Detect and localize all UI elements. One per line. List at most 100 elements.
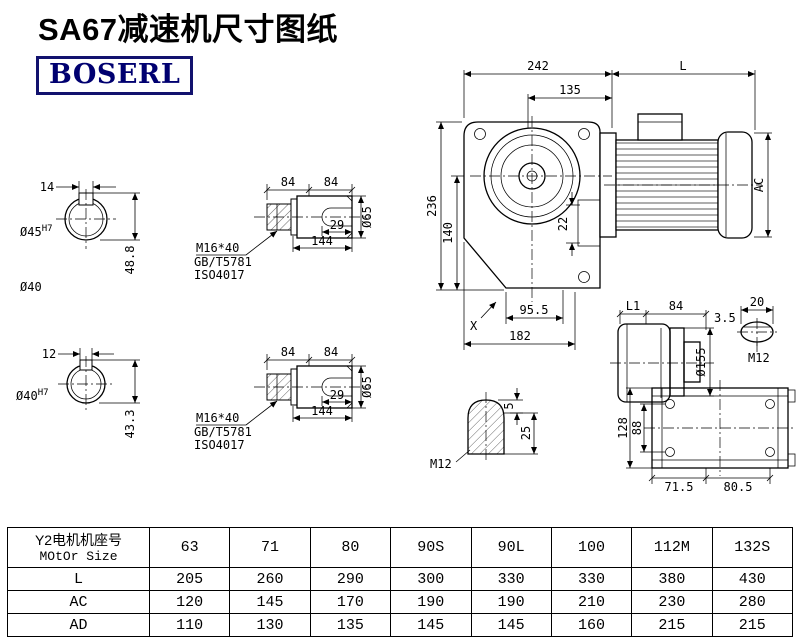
shaft-detail-top: 84 84 29 144 Ø65 M16*40 GB/T5781 ISO4017 [194, 175, 374, 282]
shaft-end-view-top: 14 Ø45H7 48.8 Ø40 [20, 180, 140, 294]
header-size-63: 63 [148, 527, 231, 568]
dim-hub-dia-65: Ø65 [360, 206, 374, 228]
mount-tab [787, 453, 796, 467]
dim-bore-40h7: Ø40H7 [16, 388, 49, 403]
side-flange [669, 327, 685, 397]
label-point-x: X [470, 319, 478, 333]
bore-value: Ø45 [20, 225, 42, 239]
callout-standard-gb: GB/T5781 [194, 425, 252, 439]
bore-value: Ø40 [16, 389, 38, 403]
cell-L-90s: 300 [390, 567, 472, 591]
mount-hole [665, 399, 675, 409]
gearbox-housing [463, 121, 601, 289]
dim-key-height-25: 25 [519, 426, 533, 440]
table-row-AC: AC 120 145 170 190 190 210 230 280 [7, 590, 794, 614]
cell-L-90l: 330 [470, 567, 552, 591]
header-size-71: 71 [229, 527, 311, 568]
output-hub [577, 199, 601, 247]
dim-hole-spacing-88: 88 [630, 421, 644, 435]
cell-AD-90s: 145 [390, 613, 472, 637]
header-motor-size-en: MOtOr Size [39, 548, 118, 564]
dim-motor-dia-AC: AC [752, 178, 766, 192]
dim-seg-84b: 84 [324, 345, 338, 359]
dim-overall-height-236: 236 [425, 195, 439, 217]
key-cross-section: 5 25 M12 [430, 388, 538, 471]
cell-L-100: 330 [550, 567, 633, 591]
page-title: SA67减速机尺寸图纸 [38, 12, 339, 47]
cell-L-112m: 380 [631, 567, 713, 591]
callout-standard-iso: ISO4017 [194, 438, 245, 452]
cell-AC-112m: 230 [631, 590, 713, 614]
dim-hub-width-22: 22 [556, 217, 570, 231]
bore-tolerance: H7 [38, 388, 49, 398]
cell-AC-132s: 280 [711, 590, 794, 614]
dim-3-5: 3.5 [714, 311, 736, 325]
dim-key-depth-5: 5 [502, 402, 516, 409]
dim-pitch-71-5: 71.5 [665, 480, 694, 494]
callout-standard-gb: GB/T5781 [194, 255, 252, 269]
header-motor-size: Y2电机机座号 MOtOr Size [7, 527, 150, 568]
side-stub [683, 341, 701, 383]
header-size-112m: 112M [631, 527, 713, 568]
dim-84: 84 [669, 299, 683, 313]
header-size-100: 100 [550, 527, 633, 568]
label-thread-m12: M12 [748, 351, 770, 365]
shaft-detail-bottom: 84 84 29 144 Ø65 M16*40 GB/T5781 ISO4017 [194, 345, 374, 452]
cell-AD-90l: 145 [470, 613, 552, 637]
cell-L-80: 290 [309, 567, 392, 591]
row-label-AC: AC [7, 590, 150, 614]
dim-base-height-128: 128 [616, 417, 630, 439]
header-size-80: 80 [309, 527, 392, 568]
dim-motor-length-L: L [679, 59, 686, 73]
dim-keyway-depth-43-3: 43.3 [123, 410, 137, 439]
mount-tab [787, 389, 796, 403]
cell-AC-63: 120 [148, 590, 231, 614]
dim-flange-offset-135: 135 [559, 83, 581, 97]
table-row-L: L 205 260 290 300 330 330 380 430 [7, 567, 794, 591]
callout-standard-iso: ISO4017 [194, 268, 245, 282]
dim-foot-182: 182 [509, 329, 531, 343]
bolt-hole [578, 128, 590, 140]
boserl-logo-text: BOSERL [49, 59, 181, 90]
table-header-row: Y2电机机座号 MOtOr Size 63 71 80 90S 90L 100 … [7, 527, 794, 568]
dim-shaft-length-144: 144 [311, 234, 333, 248]
cell-AC-90l: 190 [470, 590, 552, 614]
mount-hole [765, 447, 775, 457]
header-size-132s: 132S [711, 527, 794, 568]
cell-AD-71: 130 [229, 613, 311, 637]
dim-shaft-length-144: 144 [311, 404, 333, 418]
dim-L1: L1 [626, 299, 640, 313]
cell-AC-80: 170 [309, 590, 392, 614]
dim-flange-dia-155: Ø155 [694, 348, 708, 377]
mount-hole [665, 447, 675, 457]
label-shaft-dia-40: Ø40 [20, 280, 42, 294]
gearbox-front-view: 242 L 135 236 140 22 AC 95.5 182 X [425, 59, 772, 350]
label-thread-m12: M12 [430, 457, 452, 471]
base-mounting-view: 128 88 71.5 80.5 [615, 380, 796, 494]
cell-AD-132s: 215 [711, 613, 794, 637]
shaft-end-view-bottom: 12 Ø40H7 43.3 [16, 347, 140, 438]
dim-keyway-depth-48-8: 48.8 [123, 246, 137, 275]
cell-AD-63: 110 [148, 613, 231, 637]
table-row-AD: AD 110 130 135 145 145 160 215 215 [7, 613, 794, 637]
dim-axis-height-140: 140 [441, 222, 455, 244]
mount-hole [765, 399, 775, 409]
row-label-L: L [7, 567, 150, 591]
cell-AC-71: 145 [229, 590, 311, 614]
dim-keyway-width-12: 12 [42, 347, 56, 361]
row-label-AD: AD [7, 613, 150, 637]
dim-key-length-29: 29 [330, 218, 344, 232]
dim-overall-width-242: 242 [527, 59, 549, 73]
header-motor-size-cn: Y2电机机座号 [34, 531, 123, 548]
dim-keyway-width-14: 14 [40, 180, 54, 194]
dim-seg-84a: 84 [281, 175, 295, 189]
gearbox-side-view: L1 84 Ø155 3.5 20 M12 [610, 295, 777, 403]
dim-key-width-20: 20 [750, 295, 764, 309]
cell-AD-112m: 215 [631, 613, 713, 637]
motor-terminal-box [637, 113, 683, 141]
dim-seg-84a: 84 [281, 345, 295, 359]
dim-pitch-80-5: 80.5 [724, 480, 753, 494]
cell-L-71: 260 [229, 567, 311, 591]
dim-seg-84b: 84 [324, 175, 338, 189]
cell-AC-100: 210 [550, 590, 633, 614]
